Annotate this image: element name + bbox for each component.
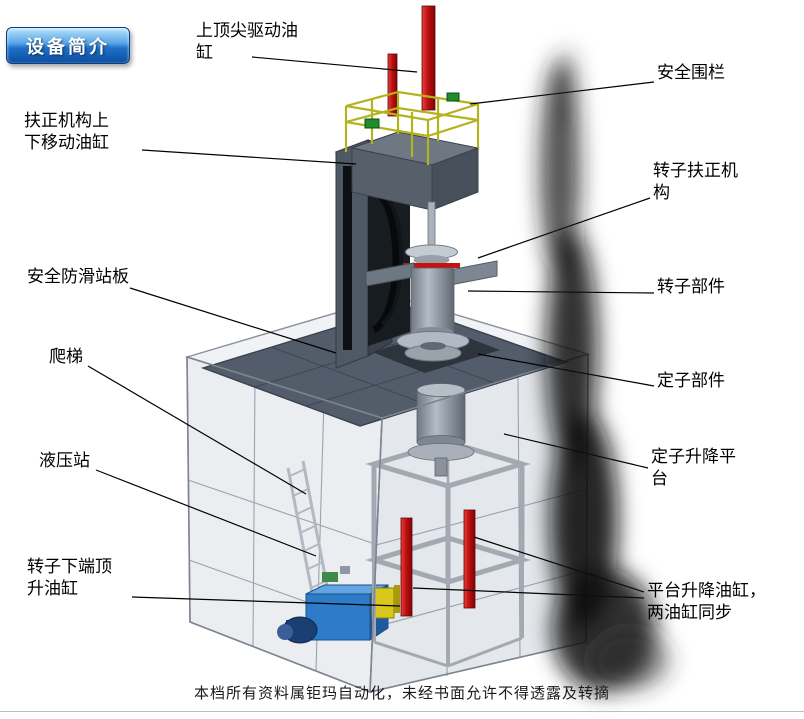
hydraulic-station-shape bbox=[277, 566, 400, 644]
label-safety-fence: 安全围栏 bbox=[657, 63, 725, 82]
leader-line-anti-slip-platform bbox=[129, 287, 337, 354]
label-rotor-bottom-jack-cylinder: 转子下端顶 升油缸 bbox=[27, 557, 112, 599]
label-rotor-righting-mechanism: 转子扶正机 构 bbox=[653, 161, 738, 203]
bottom-border bbox=[0, 711, 804, 712]
title-badge-label: 设备简介 bbox=[26, 36, 110, 57]
leader-line-top-center-drive-cylinder bbox=[251, 56, 418, 73]
leader-line-ladder bbox=[87, 365, 307, 495]
leader-line-rotor-jack-cylinder bbox=[131, 596, 401, 607]
title-badge: 设备简介 bbox=[6, 27, 130, 64]
label-anti-slip-platform: 安全防滑站板 bbox=[27, 267, 129, 286]
label-platform-lift-cylinders: 平台升降油缸， 两油缸同步 bbox=[647, 581, 766, 623]
leader-line-righting-cylinder bbox=[141, 149, 357, 165]
label-righting-mechanism-cylinder: 扶正机构上 下移动油缸 bbox=[24, 111, 109, 153]
label-ladder: 爬梯 bbox=[49, 347, 83, 366]
stator-part-shape bbox=[407, 383, 475, 477]
label-top-center-drive-cylinder: 上顶尖驱动油 缸 bbox=[196, 21, 298, 63]
ink-smudge bbox=[540, 50, 670, 692]
platform-lift-cylinders-shape bbox=[400, 509, 476, 617]
leader-line-hydraulic-station bbox=[95, 469, 317, 557]
label-stator-part: 定子部件 bbox=[657, 371, 725, 390]
top-housing-shape bbox=[350, 131, 480, 211]
label-stator-lift-platform: 定子升降平 台 bbox=[651, 447, 736, 489]
safety-fence-shape bbox=[344, 90, 480, 165]
rotor-part-shape bbox=[365, 201, 498, 362]
footer-note: 本档所有资料属钜玛自动化，未经书面允许不得透露及转摘 bbox=[193, 685, 610, 702]
label-hydraulic-station: 液压站 bbox=[39, 451, 90, 470]
label-rotor-part: 转子部件 bbox=[657, 277, 725, 296]
top-drive-cylinder-shape bbox=[387, 5, 436, 117]
